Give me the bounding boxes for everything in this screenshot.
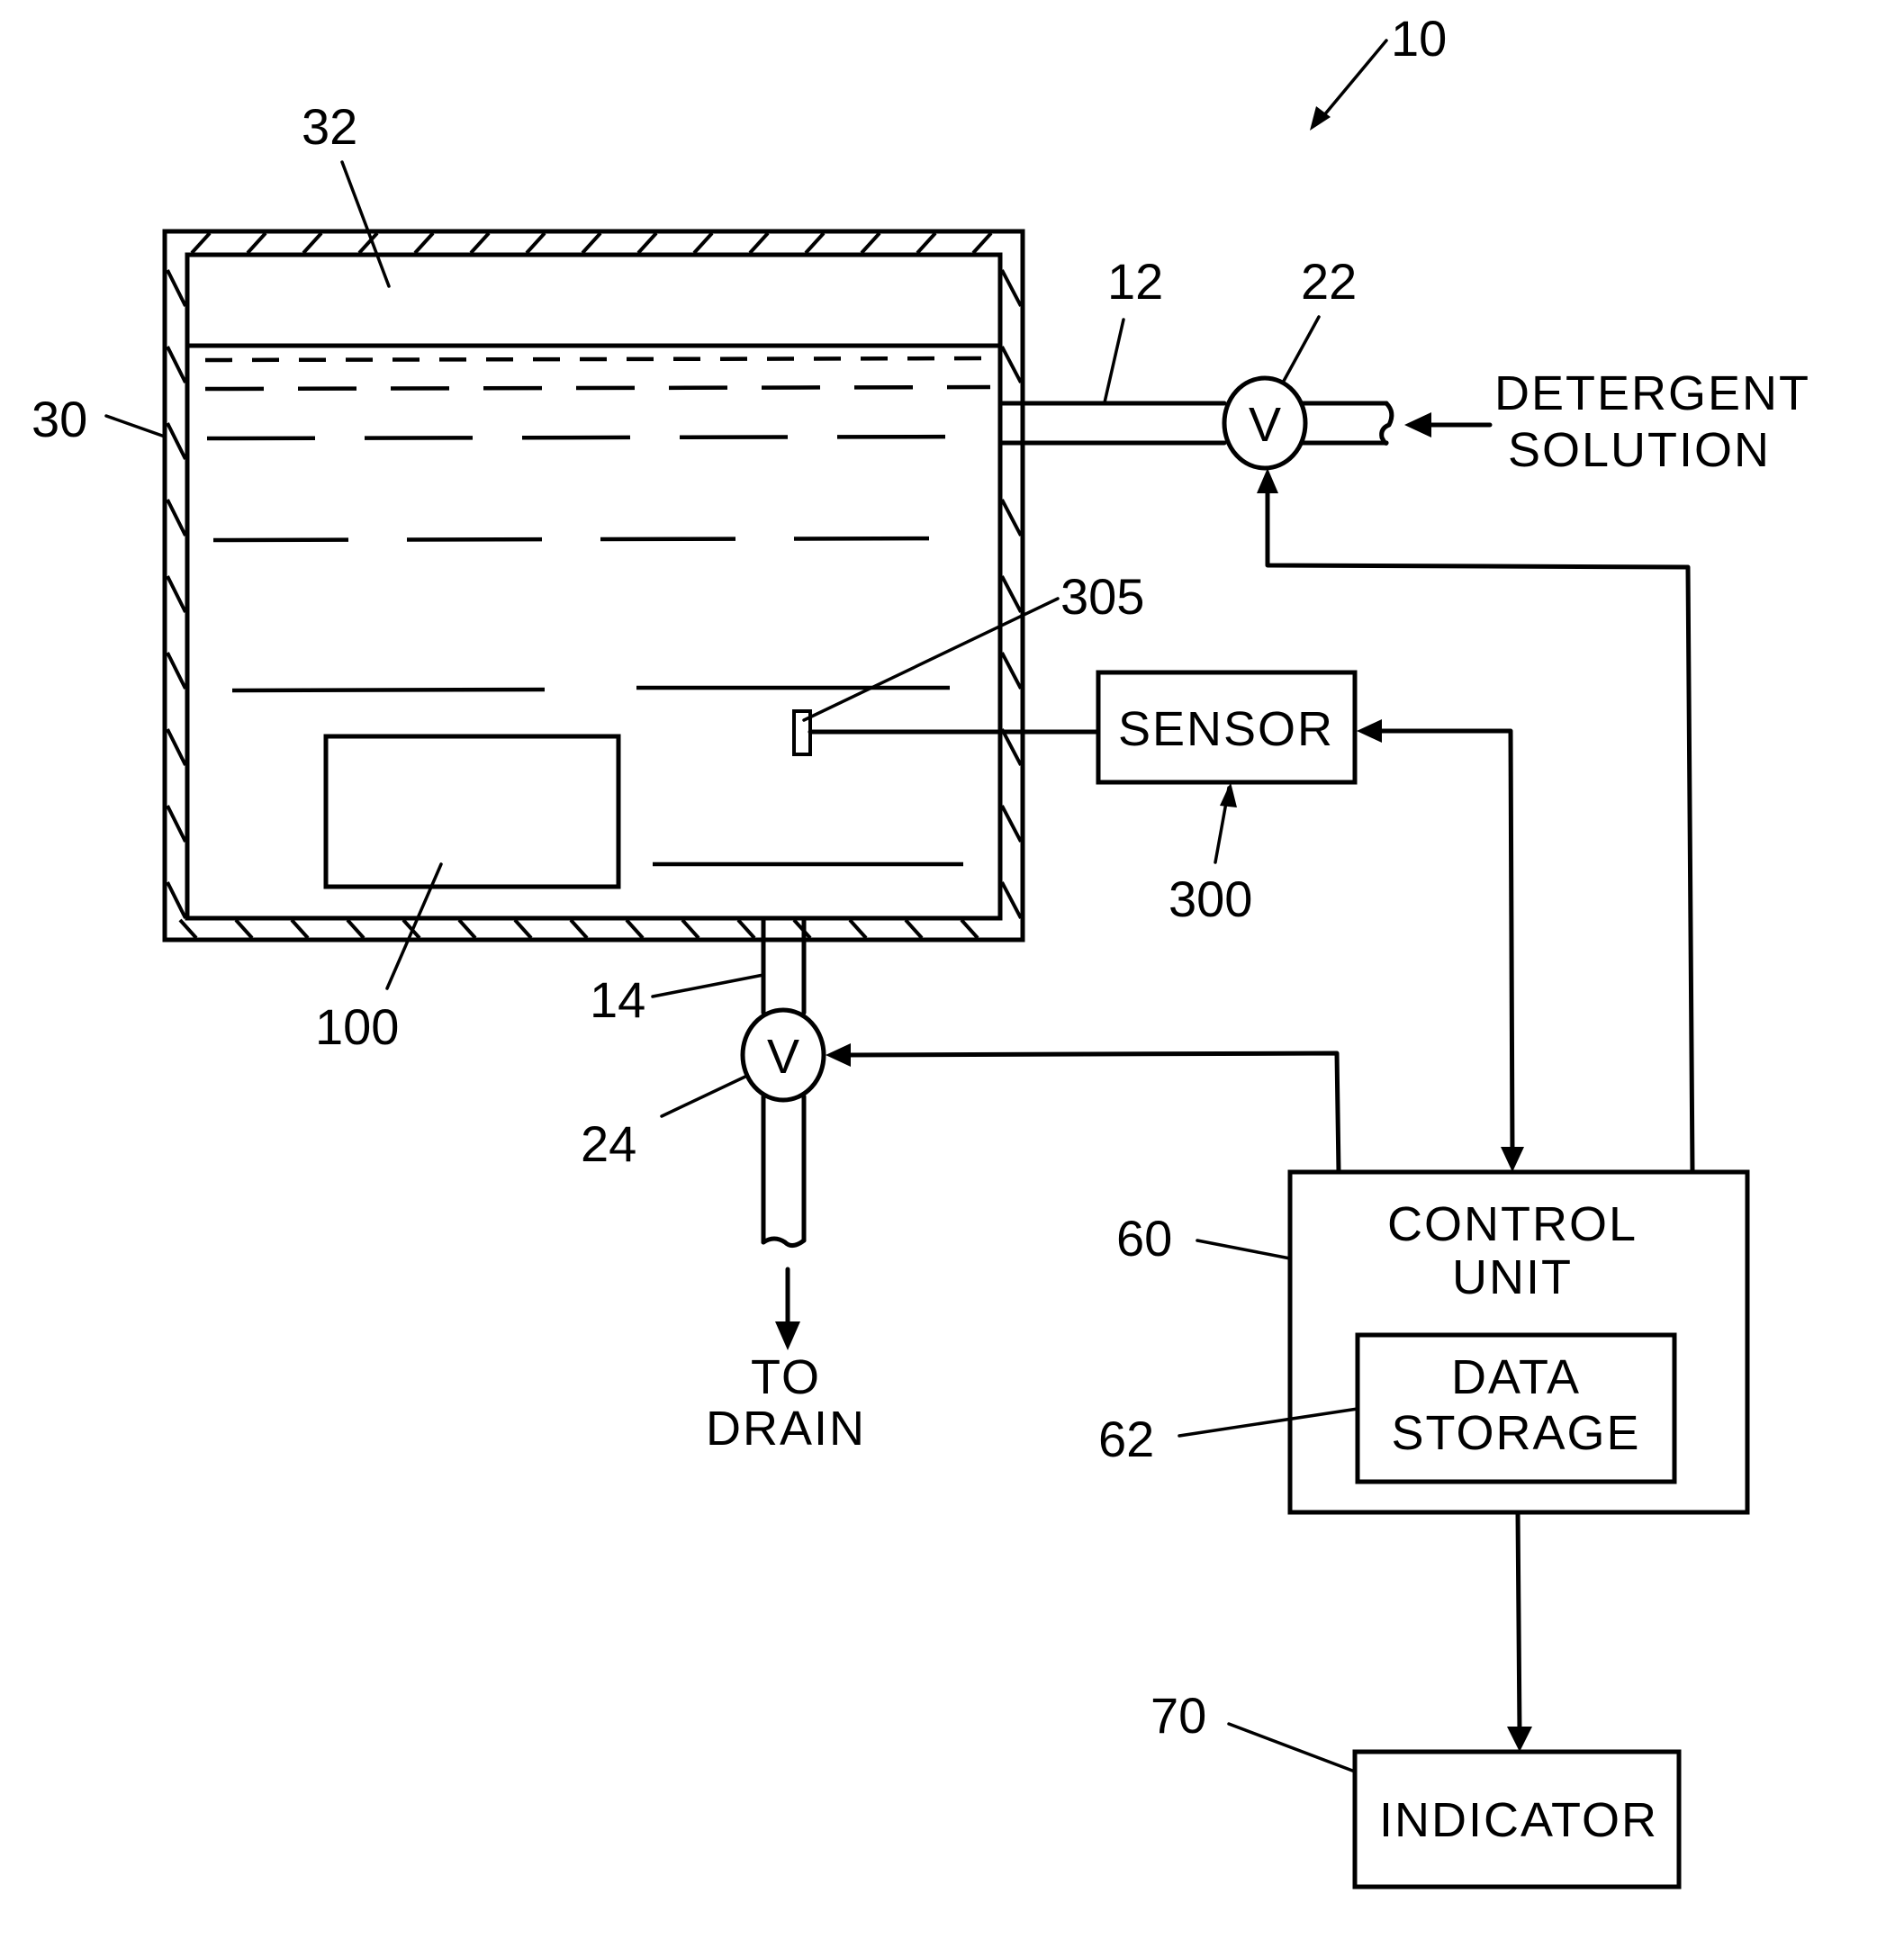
indicator-label: INDICATOR [1379, 1793, 1658, 1847]
control-unit-arrow-icon [1501, 1147, 1524, 1172]
pipe-break-icon [1382, 403, 1392, 443]
control-to-inlet-valve-line [1268, 491, 1692, 1172]
ref-24: 24 [581, 1115, 636, 1172]
liquid-dash-line [205, 387, 990, 389]
detergent-arrow-head-icon [1404, 412, 1431, 437]
ref-62: 62 [1098, 1411, 1154, 1467]
ref-22: 22 [1301, 253, 1357, 310]
ref-305: 305 [1060, 568, 1144, 625]
drain-valve-arrow-icon [826, 1043, 851, 1067]
pipe-break-icon [763, 1239, 804, 1246]
sensor-arrow-icon [1357, 719, 1382, 743]
drain-label-line1: TO [751, 1350, 821, 1404]
detergent-label-line1: DETERGENT [1494, 366, 1810, 420]
drain-label-line2: DRAIN [706, 1402, 866, 1456]
indicator-arrow-icon [1507, 1727, 1532, 1752]
ref-70: 70 [1151, 1687, 1206, 1744]
ref-100: 100 [315, 998, 399, 1055]
sensor-label: SENSOR [1118, 702, 1334, 756]
inlet-assembly: V [1000, 378, 1490, 468]
article-being-cleaned [326, 736, 618, 887]
ref-10: 10 [1391, 10, 1447, 67]
drain-arrow-head-icon [775, 1321, 800, 1350]
ref-300: 300 [1169, 870, 1252, 927]
drain-valve-symbol: V [767, 1030, 799, 1084]
tank [165, 231, 1023, 940]
ref-70-leader [1229, 1724, 1355, 1772]
inlet-valve-symbol: V [1249, 398, 1281, 452]
sensor-control-link-line [1377, 731, 1512, 1154]
ref-10-leader [1319, 41, 1386, 122]
ref-30: 30 [32, 391, 87, 447]
data-storage-label-line2: STORAGE [1391, 1406, 1640, 1460]
ref-14-leader [653, 975, 763, 997]
inlet-valve-arrow-icon [1257, 468, 1278, 493]
ref-60-leader [1197, 1240, 1290, 1258]
ref-12: 12 [1107, 253, 1163, 310]
control-unit-label-line2: UNIT [1452, 1250, 1573, 1304]
ref-300-arrow-icon [1220, 782, 1237, 807]
liquid-dash-line [205, 358, 990, 360]
ref-60: 60 [1116, 1210, 1172, 1267]
ref-24-leader [662, 1076, 747, 1116]
control-to-indicator-line [1518, 1512, 1520, 1733]
control-to-drain-valve-line [846, 1053, 1339, 1172]
ref-30-leader [106, 416, 165, 437]
data-storage-label-line1: DATA [1451, 1350, 1581, 1404]
ref-22-leader [1283, 317, 1319, 383]
drain-assembly: V [743, 918, 824, 1350]
ref-12-leader [1105, 320, 1123, 402]
detergent-label-line2: SOLUTION [1508, 423, 1771, 477]
ref-32: 32 [302, 98, 357, 155]
ref-14: 14 [590, 971, 645, 1028]
control-unit-label-line1: CONTROL [1387, 1197, 1638, 1251]
